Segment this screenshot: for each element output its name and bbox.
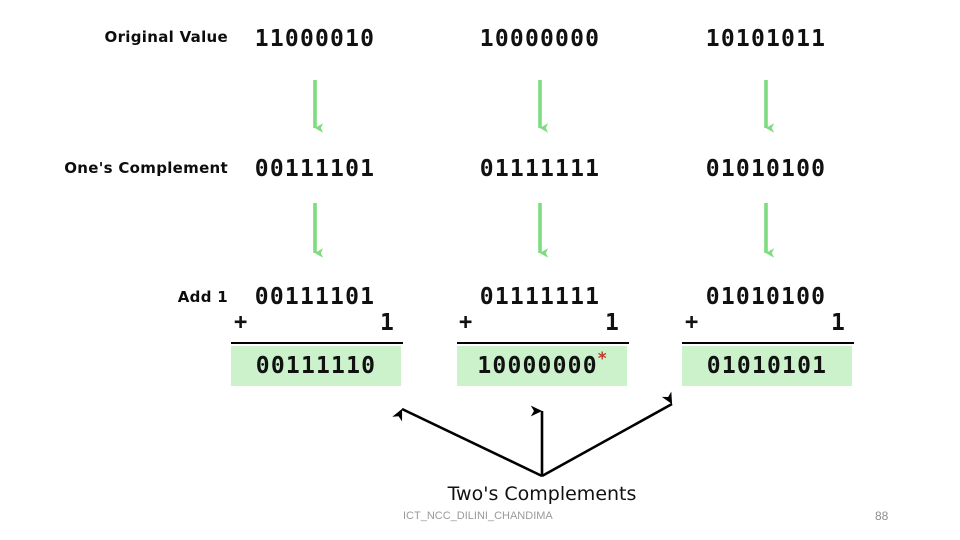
addend-col-1: 1	[604, 310, 620, 336]
plus-sign-col-0: +	[234, 310, 248, 335]
original-value-col-0: 11000010	[254, 26, 376, 52]
plus-sign-col-2: +	[685, 310, 699, 335]
plus-sign-col-1: +	[459, 310, 473, 335]
add-operand-col-0: 00111101	[254, 284, 376, 310]
sum-value-col-2: 01010101	[706, 353, 828, 379]
addend-col-0: 1	[379, 310, 395, 336]
add-operand-col-1: 01111111	[479, 284, 601, 310]
green-down-arrow-icon	[313, 203, 775, 258]
add-operand-col-2: 01010100	[705, 284, 827, 310]
ones-complement-col-0: 00111101	[254, 156, 376, 182]
row-label-text: Add 1	[177, 288, 228, 306]
sum-box-col-0: 00111110	[231, 346, 401, 386]
original-value-col-2: 10101011	[705, 26, 827, 52]
ones-complement-col-1: 01111111	[479, 156, 601, 182]
sum-box-col-1: 10000000*	[457, 346, 627, 386]
original-value-col-1: 10000000	[479, 26, 601, 52]
sum-box-col-2: 01010101	[682, 346, 852, 386]
footer-attribution: ICT_NCC_DILINI_CHANDIMA	[403, 510, 553, 522]
sum-rule-col-0	[231, 342, 403, 344]
caption-twos-complements: Two's Complements	[447, 483, 637, 505]
green-down-arrow-icon	[313, 80, 775, 133]
row-label-text: One's Complement	[64, 159, 228, 177]
ones-complement-col-2: 01010100	[705, 156, 827, 182]
sum-rule-col-1	[457, 342, 629, 344]
black-pointer-arrow-icon	[392, 391, 673, 478]
sum-value-col-0: 00111110	[255, 353, 377, 379]
sum-marker-col-1: *	[597, 348, 607, 369]
sum-rule-col-2	[682, 342, 854, 344]
addend-col-2: 1	[830, 310, 846, 336]
page-number: 88	[875, 509, 889, 523]
row-label-text: Original Value	[104, 28, 228, 46]
sum-value-col-1: 10000000	[477, 353, 598, 379]
